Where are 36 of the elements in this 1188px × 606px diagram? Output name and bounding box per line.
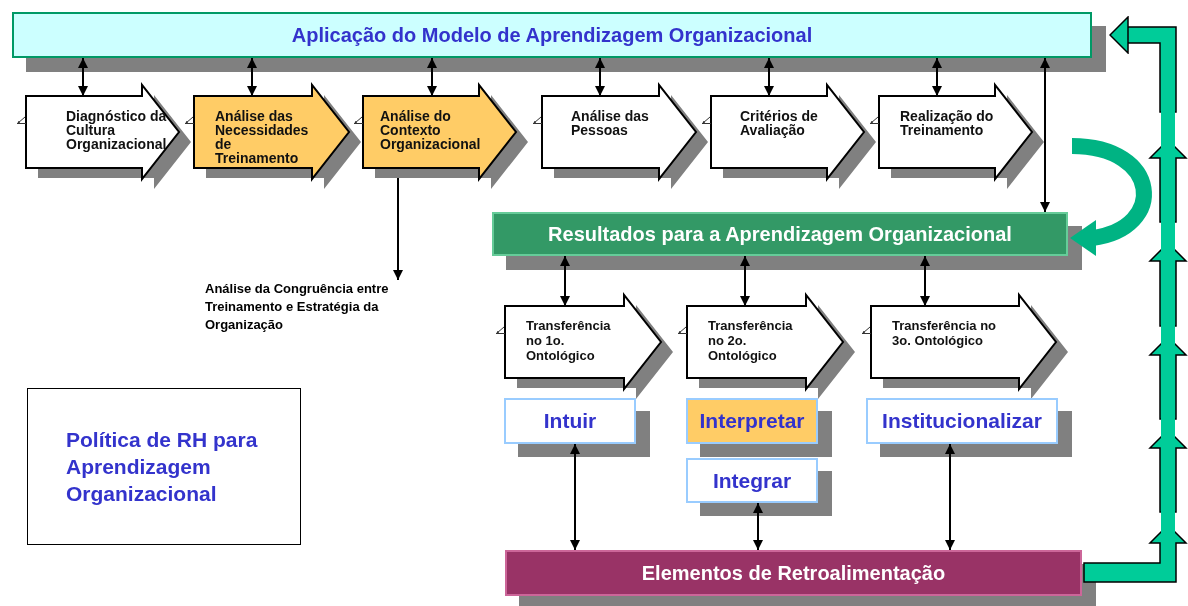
policy-title: Política de RH para Aprendizagem Organizacional: [66, 427, 259, 507]
connector-arrow: [560, 255, 570, 307]
connector-arrow: [427, 57, 437, 97]
process-step: [504, 294, 674, 400]
connector-arrow: [1040, 57, 1050, 213]
policy-box: [27, 388, 301, 545]
step-label: Análise das Pessoas: [571, 109, 650, 137]
process-step: [193, 84, 362, 190]
connector-arrow: [764, 57, 774, 97]
process-step: [870, 294, 1069, 400]
note-text: Análise da Congruência entre Treinamento e Estratégia da Organização: [205, 280, 440, 334]
connector-arrow: [78, 57, 88, 97]
process-step: [710, 84, 877, 190]
connector-arrow: [570, 443, 580, 551]
step-label: Análise do Contexto Organizacional: [380, 109, 482, 151]
connector-arrow: [753, 502, 763, 551]
connector-arrow: [920, 255, 930, 307]
connector-arrow: [945, 443, 955, 551]
step-label: Transferência no 1o. Ontológico: [526, 318, 612, 363]
step-label: Transferência no 2o. Ontológico: [708, 318, 794, 363]
connector-arrow: [393, 177, 403, 281]
connector-arrow: [740, 255, 750, 307]
curved-arrow: [1070, 138, 1152, 256]
step-label: Análise das Necessidades de Treinamento: [215, 109, 310, 165]
process-step: [25, 84, 192, 190]
process-step: [541, 84, 709, 190]
step-label: Transferência no 3o. Ontológico: [892, 318, 998, 348]
step-label: Critérios de Avaliação: [740, 109, 819, 137]
step-label: Realização do Treinamento: [900, 109, 995, 137]
connector-arrow: [595, 57, 605, 97]
connector-arrow: [247, 57, 257, 97]
step-label: Diagnóstico da Cultura Organizacional: [66, 109, 168, 151]
process-step: [686, 294, 856, 400]
process-step: [878, 84, 1045, 190]
connector-arrow: [932, 57, 942, 97]
process-step: [362, 84, 529, 190]
